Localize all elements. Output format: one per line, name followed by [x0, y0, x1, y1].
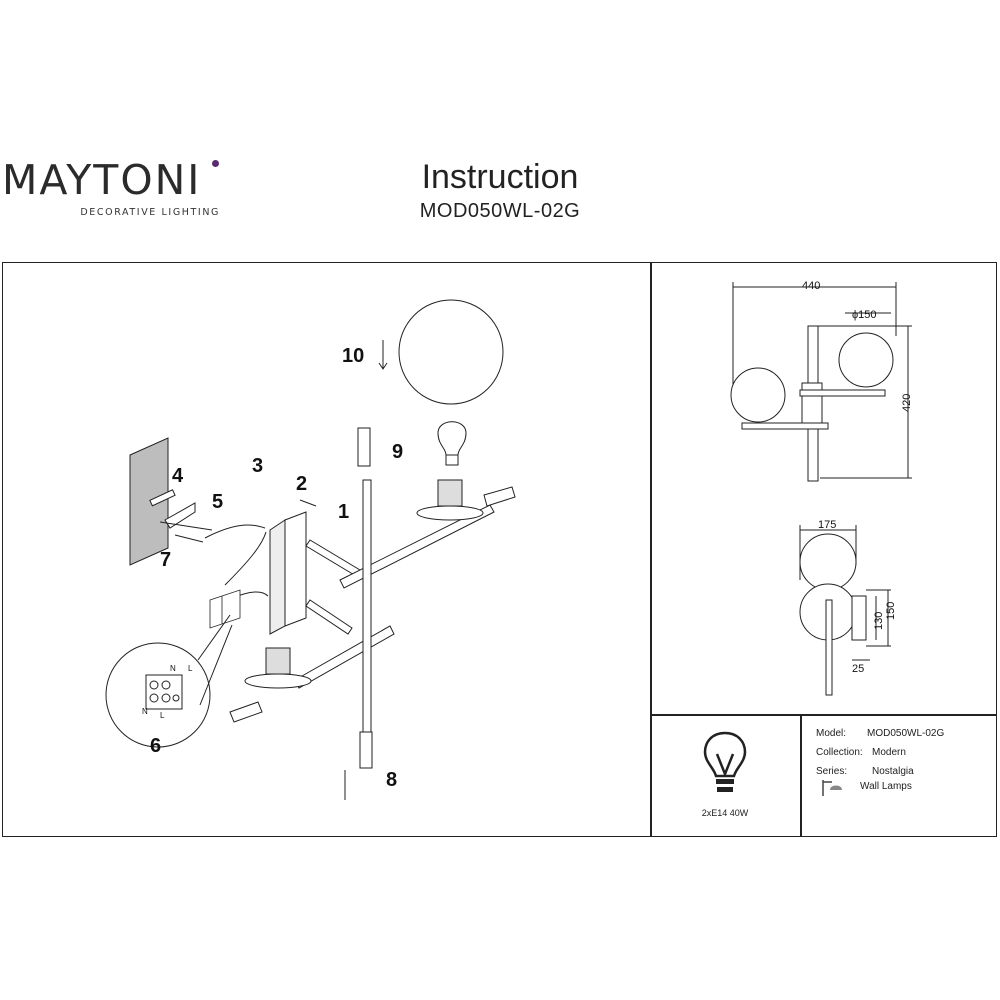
upper-lamp-holder — [416, 479, 516, 521]
bulb-caption: 2xE14 40W — [701, 808, 749, 818]
step-label: 5 — [212, 491, 223, 513]
step-label: 4 — [172, 465, 184, 487]
lower-lamp-holder — [229, 647, 312, 723]
brand-logo: MAYTONI DECORATIVE LIGHTING — [2, 156, 222, 219]
dim-globe-diameter: ϕ150 — [852, 309, 877, 321]
spec-label-model: Model: — [816, 728, 847, 739]
mounting-bracket — [149, 489, 213, 543]
supply-wire — [204, 524, 269, 601]
terminal-label: N — [142, 707, 148, 716]
terminal-detail-magnifier — [105, 614, 233, 748]
wall-lamp-icon — [822, 780, 842, 796]
frame-divider-horizontal — [650, 714, 997, 716]
step-label: 6 — [150, 735, 161, 757]
wall-surface — [129, 437, 169, 566]
bulb-drawing — [437, 421, 467, 466]
page-title: Instruction — [421, 158, 579, 196]
assembly-diagram: 1 2 3 4 5 6 7 8 9 10 N L N L — [105, 299, 516, 800]
glass-globe — [398, 299, 504, 405]
step-label: 2 — [296, 473, 307, 495]
step-labels: 1 2 3 4 5 6 7 8 9 10 — [150, 345, 403, 791]
step-label: 9 — [392, 441, 403, 463]
dim-width: 440 — [802, 280, 820, 292]
step-label: 1 — [338, 501, 349, 523]
instruction-frame — [2, 262, 997, 837]
spec-value-model: MOD050WL-02G — [867, 728, 945, 739]
front-view — [730, 282, 912, 482]
spec-value-type: Wall Lamps — [860, 781, 912, 792]
dim-base-thickness: 25 — [852, 663, 864, 675]
model-code: MOD050WL-02G — [419, 200, 581, 222]
step-label: 10 — [342, 345, 364, 367]
brand-tagline: DECORATIVE LIGHTING — [80, 207, 220, 218]
motion-arrows — [299, 340, 388, 800]
dim-base-inner: 130 — [873, 612, 885, 630]
dimension-drawing: 440 ϕ150 420 175 130 150 25 — [730, 280, 913, 696]
spec-value-collection: Modern — [872, 747, 906, 758]
terminal-block — [209, 589, 241, 629]
spec-divider — [800, 714, 802, 837]
step-label: 7 — [160, 549, 171, 571]
brand-accent-dot — [212, 160, 219, 167]
spec-value-series: Nostalgia — [872, 766, 914, 777]
terminal-label: L — [188, 664, 193, 673]
dim-base-outer: 150 — [885, 602, 897, 620]
step-label: 8 — [386, 769, 397, 791]
lamp-arms — [294, 427, 495, 769]
dimension-labels: 440 ϕ150 420 175 130 150 25 — [802, 280, 913, 675]
brand-name: MAYTONI — [2, 156, 202, 204]
terminal-label: N — [170, 664, 176, 673]
back-plate — [269, 511, 307, 635]
terminal-labels: N L N L — [142, 664, 193, 720]
spec-label-collection: Collection: — [816, 747, 863, 758]
spec-label-series: Series: — [816, 766, 848, 777]
step-label: 3 — [252, 455, 263, 477]
dim-depth: 175 — [818, 519, 836, 531]
side-view — [799, 525, 891, 696]
frame-divider-vertical — [650, 262, 652, 837]
terminal-label: L — [160, 711, 165, 720]
lightbulb-icon — [703, 731, 747, 792]
dim-height: 420 — [901, 394, 913, 412]
